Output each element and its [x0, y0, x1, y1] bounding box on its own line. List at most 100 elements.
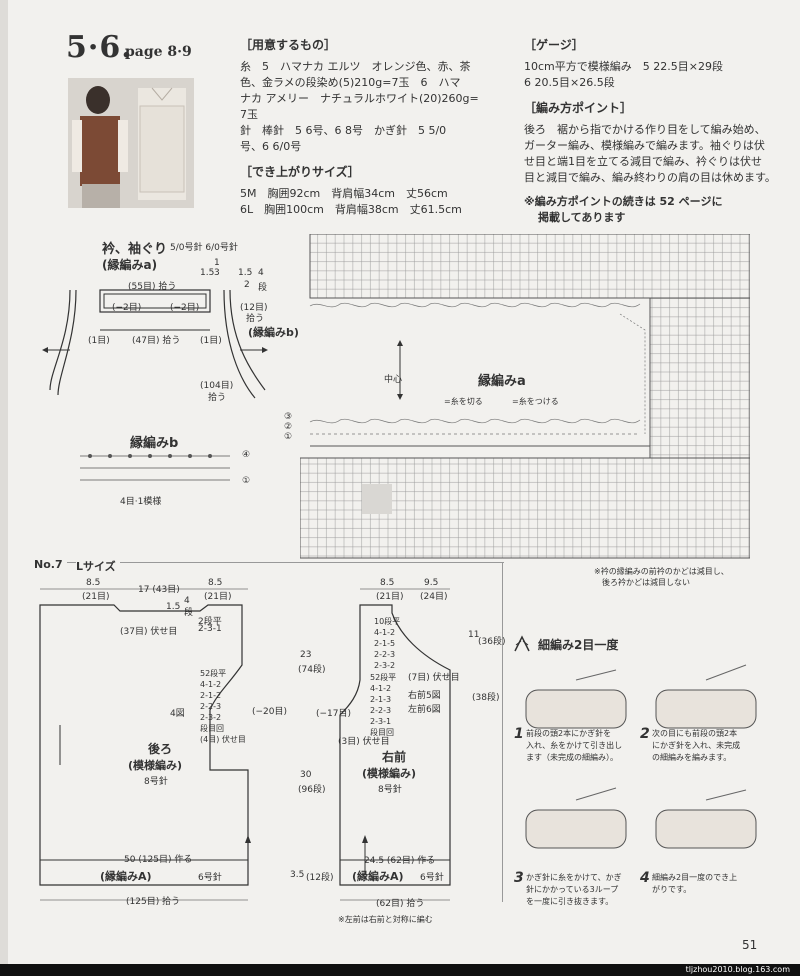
front-pick-up: (62目) 拾う: [376, 899, 425, 909]
neck-rows-1-5b: 1.5: [238, 268, 253, 278]
front-bindoff-7: (7目) 伏せ目: [408, 673, 460, 683]
neck-rows-1-5: 1.5: [200, 268, 215, 278]
section-divider-vertical: [502, 562, 503, 902]
page-gutter: [0, 0, 8, 976]
vertical-96-rows: (96段): [298, 785, 326, 795]
front-armhole-decreases: 52段平 4-1-2 2-1-3 2-2-3 2-3-1 段目回: [370, 672, 396, 738]
front-neck-step: 2-1-5: [374, 639, 396, 648]
howto-step-1-line: 前段の頭2本にかぎ針を: [526, 729, 612, 738]
back-width-8-5-left: 8.5: [86, 578, 101, 588]
front-neck-step: 10段平: [374, 617, 401, 626]
neck-needles: 5/0号針 6/0号針: [170, 243, 238, 253]
howto-illustrations: [525, 664, 757, 849]
neck-rows-1: 1: [214, 258, 220, 268]
back-piece-name: 後ろ: [148, 742, 173, 756]
front-bindoff-3: (3目) 伏せ目: [338, 737, 390, 747]
howto-step-number: 4: [640, 870, 650, 886]
back-edge-needle: 6号針: [198, 873, 222, 883]
page-number: 51: [742, 938, 758, 952]
back-cast-on: 50 (125目) 作る: [124, 855, 193, 865]
neck-1-right: (1目): [200, 336, 222, 346]
neck-edge-b-label: (縁編みb): [248, 326, 299, 339]
footer-url: tljzhou2010.blog.163.com: [685, 965, 790, 974]
chart-a-note: 後ろ衿かどは減目しない: [602, 578, 690, 587]
howto-step-1-line: ます（未完成の細編み）。: [526, 753, 618, 762]
materials-line: 色、金ラメの段染め(5)210g=7玉 6 ハマ: [240, 76, 461, 89]
garment-photo: [68, 78, 194, 208]
neck-pick-12-label: 拾う: [246, 314, 265, 324]
front-edge-needle: 6号針: [420, 873, 444, 883]
garment-photo-illustration: [68, 78, 194, 208]
points-line: ガーター編み、模様編みで編みます。袖ぐりは伏: [524, 139, 765, 152]
howto-step-number: 3: [514, 870, 524, 886]
front-neck-decreases: 10段平 4-1-2 2-1-5 2-2-3 2-3-2: [374, 616, 400, 671]
neck-pick-104: (104目): [200, 381, 234, 391]
neck-pick-12: (12目): [240, 303, 268, 313]
vertical-3-5: 3.5: [290, 870, 305, 880]
back-pick-up: (125目) 拾う: [126, 897, 181, 907]
materials-line: 針 棒針 5 6号、6 8号 かぎ針 5 5/0: [240, 124, 447, 137]
back-neck-rows: 4: [184, 596, 190, 606]
back-neck-rows-even: 2段平: [198, 617, 222, 627]
vertical-12-rows: (12段): [306, 873, 334, 883]
materials-section: ［用意するもの］ 糸 5 ハマナカ エルツ オレンジ色、赤、茶 色、金ラメの段染…: [240, 36, 510, 218]
no7-size: Lサイズ: [76, 558, 120, 574]
chart-b-row-4: ④: [242, 450, 251, 460]
front-width-9-5: 9.5: [424, 578, 439, 588]
back-edge-label: (縁編みA): [100, 870, 152, 883]
front-cast-on: 24.5 (62目) 作る: [364, 856, 436, 866]
sc2tog-symbol-icon: [514, 635, 530, 652]
neck-pick-55: (55目) 拾う: [128, 282, 177, 292]
front-stitch-pattern: (模様編み): [362, 767, 417, 780]
back-neck-bindoff: (37目) 伏せ目: [120, 627, 178, 637]
chart-a-center-label: 中心: [384, 375, 403, 385]
howto-step-2-line: の細編みを編みます。: [652, 753, 732, 762]
neck-rows-4: 4: [258, 268, 264, 278]
front-armhole-step: 2-2-3: [370, 706, 392, 715]
chart-a-attach-legend: =糸をつける: [512, 397, 559, 406]
front-neck-step: 4-1-2: [374, 628, 396, 637]
materials-line: 糸 5 ハマナカ エルツ オレンジ色、赤、茶: [240, 60, 471, 73]
neck-pick-47: (47目) 拾う: [132, 336, 181, 346]
back-armhole-step: 2-3-2: [200, 713, 222, 722]
vertical-23: 23: [300, 650, 312, 660]
howto-step-3-line: かぎ針に糸をかけて、かぎ: [526, 873, 622, 882]
howto-step-4-line: 細編み2目一度のでき上: [652, 873, 738, 882]
chart-a-note: ※衿の縁編みの前衿のかどは減目し、: [594, 567, 729, 576]
back-armhole-decreases: 52段平 4-1-2 2-1-2 2-2-3 2-3-2 段目回 (4目) 伏せ…: [200, 668, 246, 745]
howto-step-1-line: 入れ、糸をかけて引き出し: [526, 741, 623, 750]
size-heading: ［でき上がりサイズ］: [240, 165, 360, 179]
back-side-decrease: (−20目): [252, 707, 288, 717]
points-heading: ［編み方ポイント］: [524, 101, 633, 115]
howto-title: 細編み2目一度: [538, 638, 619, 652]
pattern-number: 5·6.: [66, 30, 133, 65]
points-note: ※編み方ポイントの続きは 52 ページに: [524, 195, 723, 208]
back-figure-ref: 4図: [170, 709, 185, 719]
front-neck-rows: (36段): [478, 637, 506, 647]
front-armhole-step: 2-3-1: [370, 717, 392, 726]
chart-a-cut-legend: =糸を切る: [444, 397, 483, 406]
back-armhole-step: 2-2-3: [200, 702, 222, 711]
back-width-8-5-right: 8.5: [208, 578, 223, 588]
neck-rows-unit: 段: [258, 283, 268, 293]
points-note: 掲載してあります: [538, 211, 626, 224]
points-line: 後ろ 裾から指でかける作り目をして編み始め、: [524, 123, 766, 136]
howto-step-number: 1: [514, 726, 524, 742]
back-armhole-step: 52段平: [200, 669, 227, 678]
back-neck-rows-unit: 段: [184, 608, 194, 618]
back-armhole-step: 2-1-2: [200, 691, 222, 700]
front-width-8-5: 8.5: [380, 578, 395, 588]
front-needle-size: 8号針: [378, 785, 402, 795]
front-width-24: (24目): [420, 592, 448, 602]
front-width-21: (21目): [376, 592, 404, 602]
neck-title: 衿、袖ぐり: [102, 242, 168, 257]
chart-a-row-3: ③: [284, 412, 293, 422]
vertical-38-rows: (38段): [472, 693, 500, 703]
chart-b-row-1: ①: [242, 476, 251, 486]
front-armhole-step: 2-1-3: [370, 695, 392, 704]
howto-step-2-line: 次の目にも前段の頭2本: [652, 729, 738, 738]
back-piece-schematic: [39, 588, 251, 901]
front-armhole-step: 52段平: [370, 673, 397, 682]
points-line: 目と減目で編み、編み終わりの肩の目は休めます。: [524, 171, 776, 184]
chart-b-diagram: [80, 454, 230, 481]
